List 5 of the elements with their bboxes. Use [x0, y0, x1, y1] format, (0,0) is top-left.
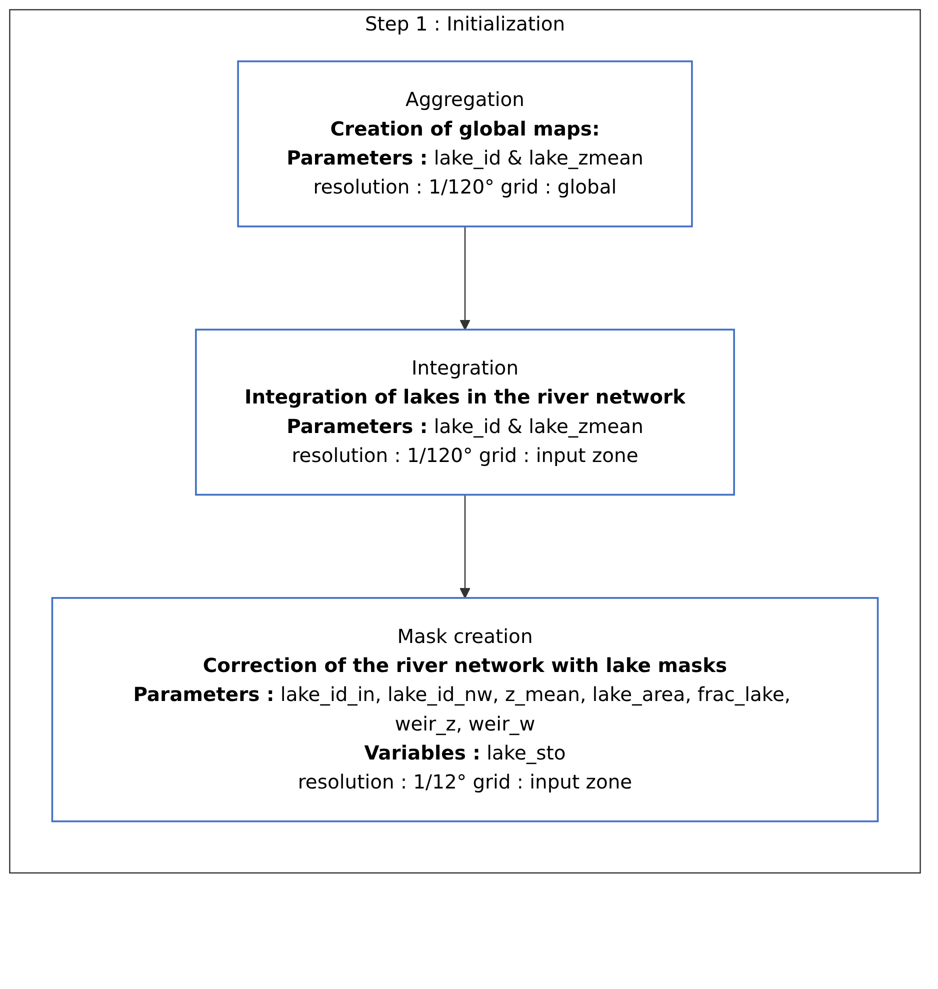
node-box: Mask creation Correction of the river network with lake masks Parameters : lake_id_in, lake_id_nw, z_mean, lake_area, frac_lake, weir_z, weir_w Variables : lake_sto resolution : 1/12° grid : input zone	[51, 597, 879, 822]
arrow	[460, 226, 470, 330]
arrow	[460, 494, 470, 598]
node-box: Aggregation Creation of global maps: Parameters : lake_id & lake_zmean resolution : 1/120° grid : global	[237, 60, 693, 228]
node-box: Integration Integration of lakes in the river network Parameters : lake_id & lake_zmean resolution : 1/120° grid : input zone	[195, 328, 735, 496]
